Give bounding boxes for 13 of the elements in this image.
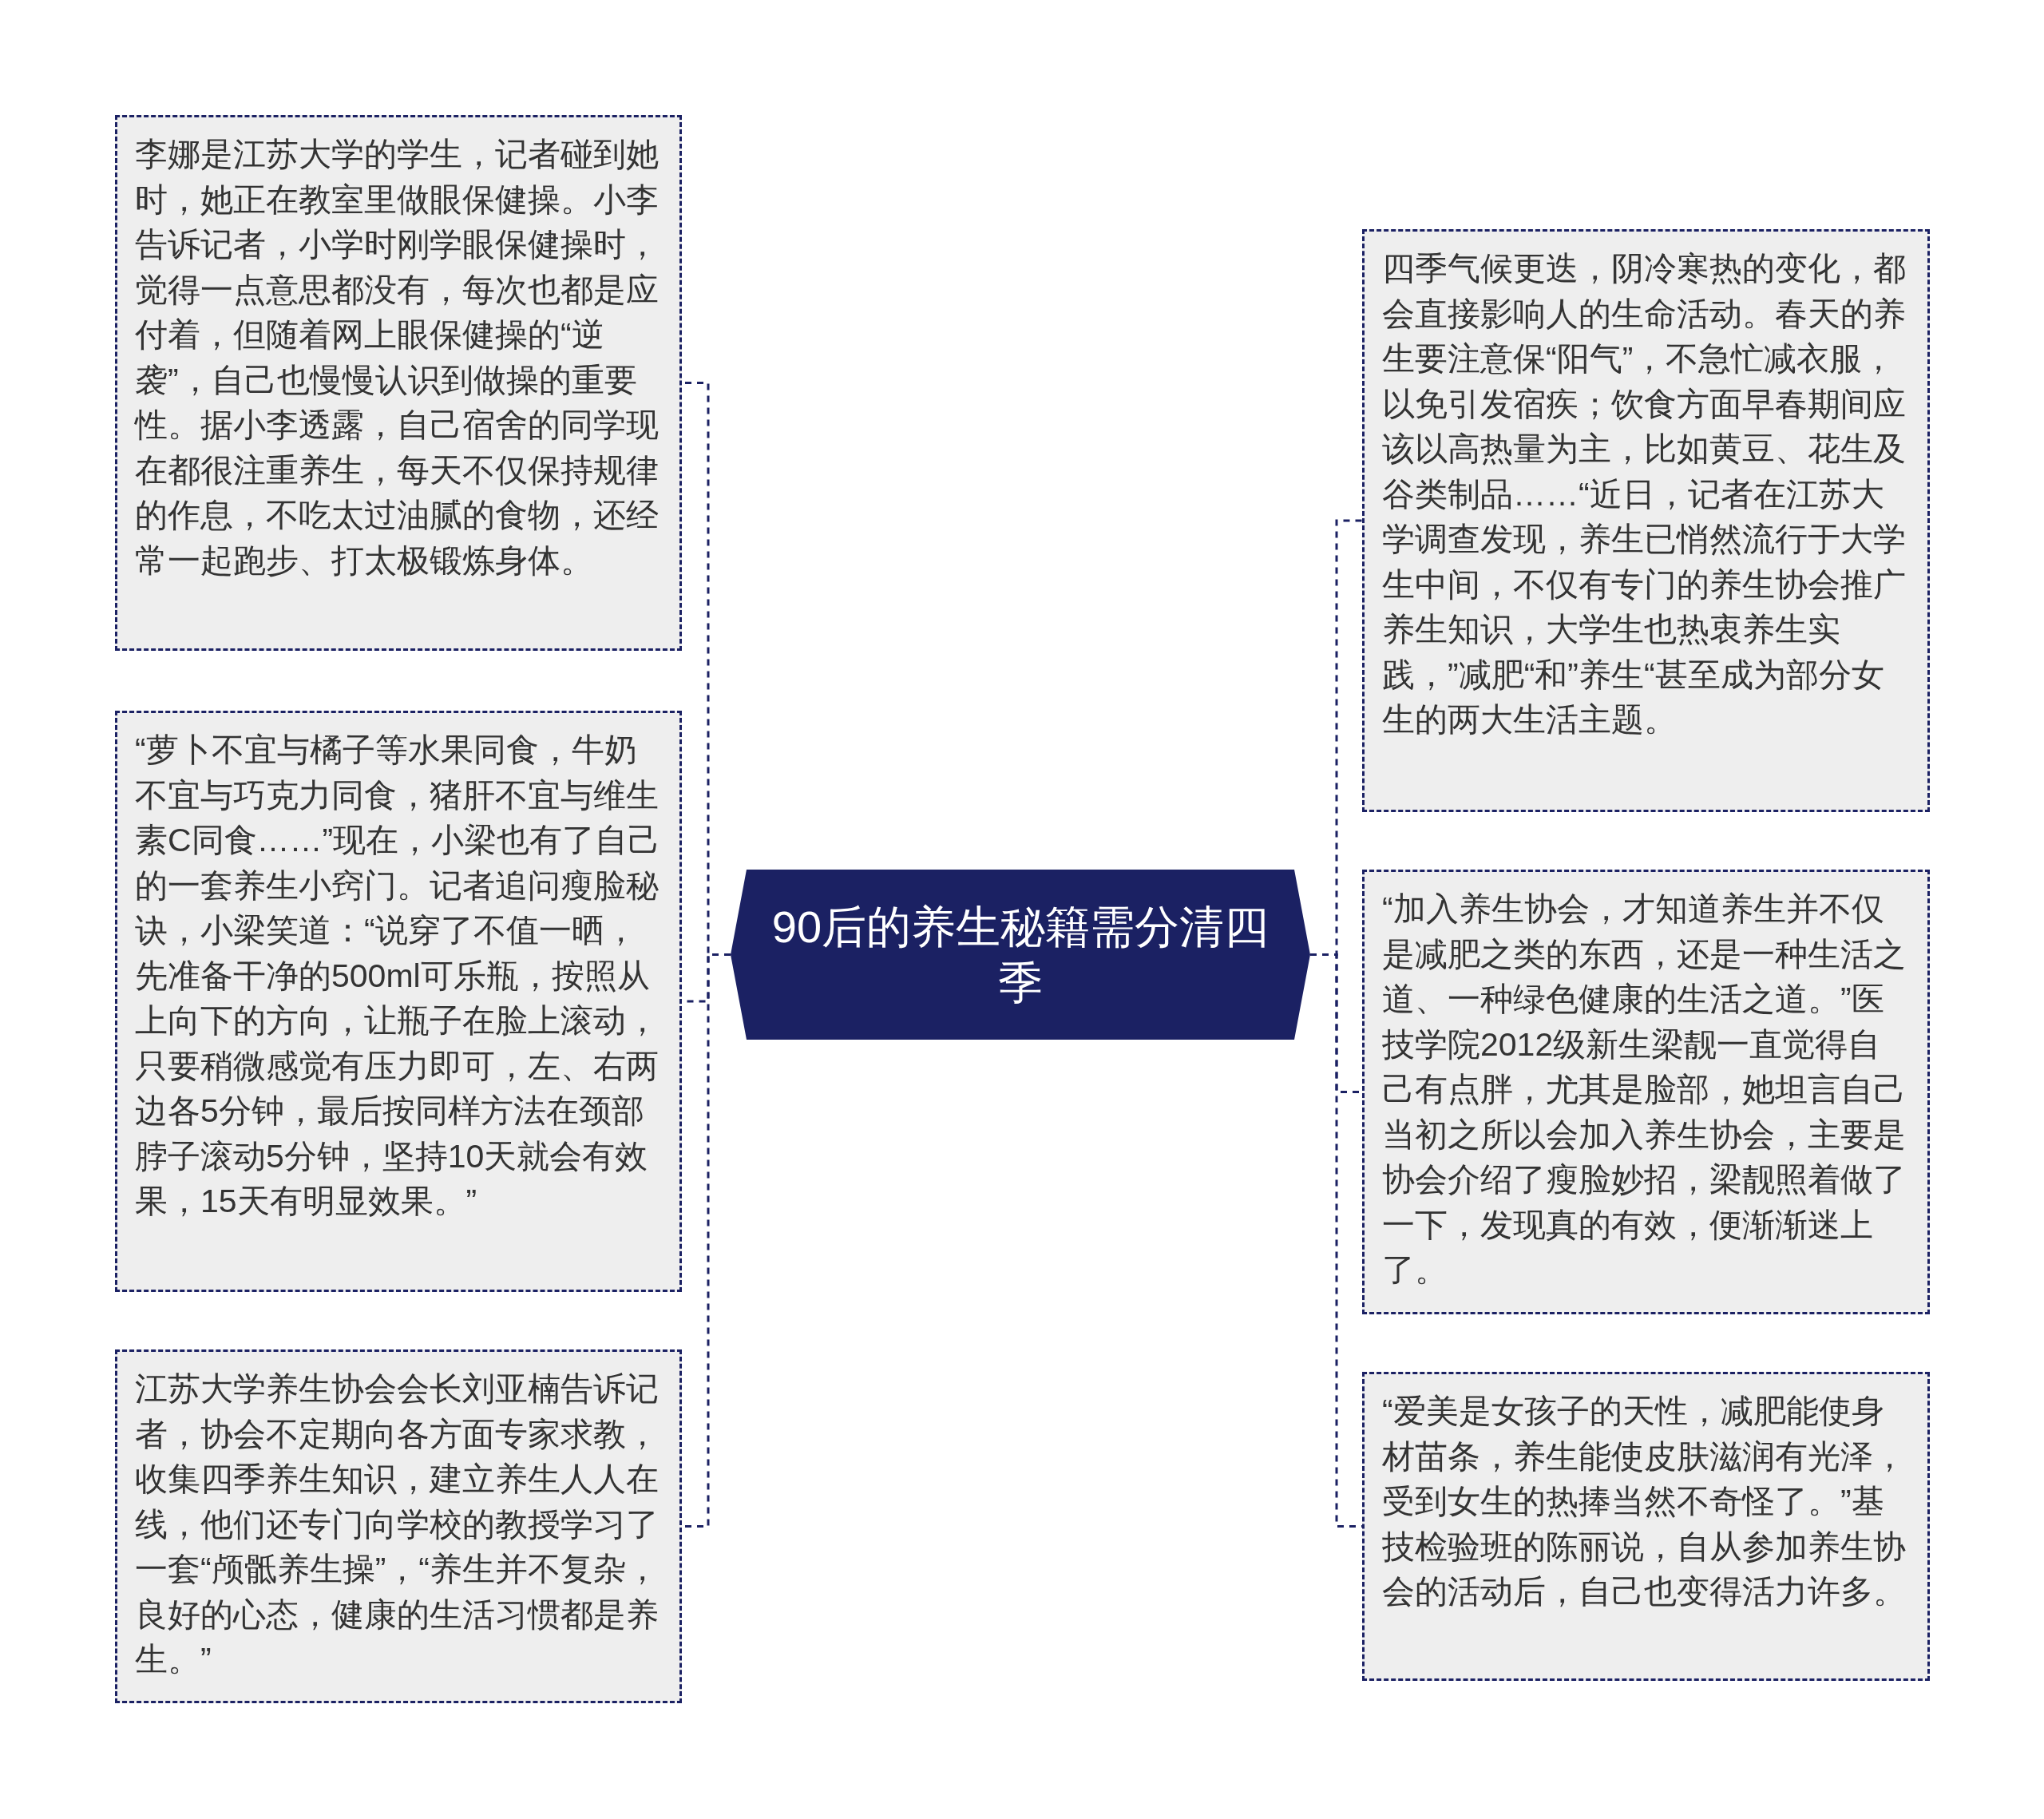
text-card xyxy=(115,711,682,1292)
text-card xyxy=(1362,1372,1930,1681)
paragraph-text: 江苏大学养生协会会长刘亚楠告诉记者，协会不定期向各方面专家求教，收集四季养生知识，建立养生人人在线，他们还专门向学校的教授学习了一套“颅骶养生操”，“养生并不复杂，良好的心态，健康的生活习惯都是养生。” xyxy=(135,1369,660,1679)
text-card xyxy=(1362,229,1930,812)
paragraph-text: “爱美是女孩子的天性，减肥能使身材苗条，养生能使皮肤滋润有光泽，受到女生的热捧当然不奇怪了。”基技检验班的陈丽说，自从参加养生协会的活动后，自己也变得活力许多。 xyxy=(1382,1392,1907,1611)
paragraph-text: 李娜是江苏大学的学生，记者碰到她时，她正在教室里做眼保健操。小李告诉记者，小学时刚学眼保健操时，觉得一点意思都没有，每次也都是应付着，但随着网上眼保健操的“逆袭”，自己也慢慢认识到做操的重要性。据小李透露，自己宿舍的同学现在都很注重养生，每天不仅保持规律的作息，不吃太过油腻的食物，还经常一起跑步、打太极锻炼身体。 xyxy=(135,135,660,581)
text-card xyxy=(115,1349,682,1703)
text-card xyxy=(115,115,682,651)
text-card xyxy=(1362,870,1930,1314)
paragraph-text: “萝卜不宜与橘子等水果同食，牛奶不宜与巧克力同食，猪肝不宜与维生素C同食……”现在，小梁也有了自己的一套养生小窍门。记者追问瘦脸秘诀，小梁笑道：“说穿了不值一晒，先准备干净的500ml可乐瓶，按照从上向下的方向，让瓶子在脸上滚动，只要稍微感觉有压力即可，左、右两边各5分钟，最后按同样方法在颈部脖子滚动5分钟，坚持10天就会有效果，15天有明显效果。” xyxy=(135,731,662,1221)
paragraph-text: “加入养生协会，才知道养生并不仅是减肥之类的东西，还是一种生活之道、一种绿色健康的生活之道。”医技学院2012级新生梁靓一直觉得自己有点胖，尤其是脸部，她坦言自己当初之所以会加入养生协会，主要是协会介绍了瘦脸妙招，梁靓照着做了一下，发现真的有效，便渐渐迷上了。 xyxy=(1382,890,1907,1290)
paragraph-text: 四季气候更迭，阴冷寒热的变化，都会直接影响人的生命活动。春天的养生要注意保“阳气”，不急忙减衣服，以免引发宿疾；饮食方面早春期间应该以高热量为主，比如黄豆、花生及谷类制品……“近日，记者在江苏大学调查发现，养生已悄然流行于大学生中间，不仅有专门的养生协会推广养生知识，大学生也热衷养生实践，”减肥“和”养生“甚至成为部分女生的两大生活主题。 xyxy=(1382,249,1907,739)
topic-title: 90后的养生秘籍需分清四季 xyxy=(770,900,1270,1009)
